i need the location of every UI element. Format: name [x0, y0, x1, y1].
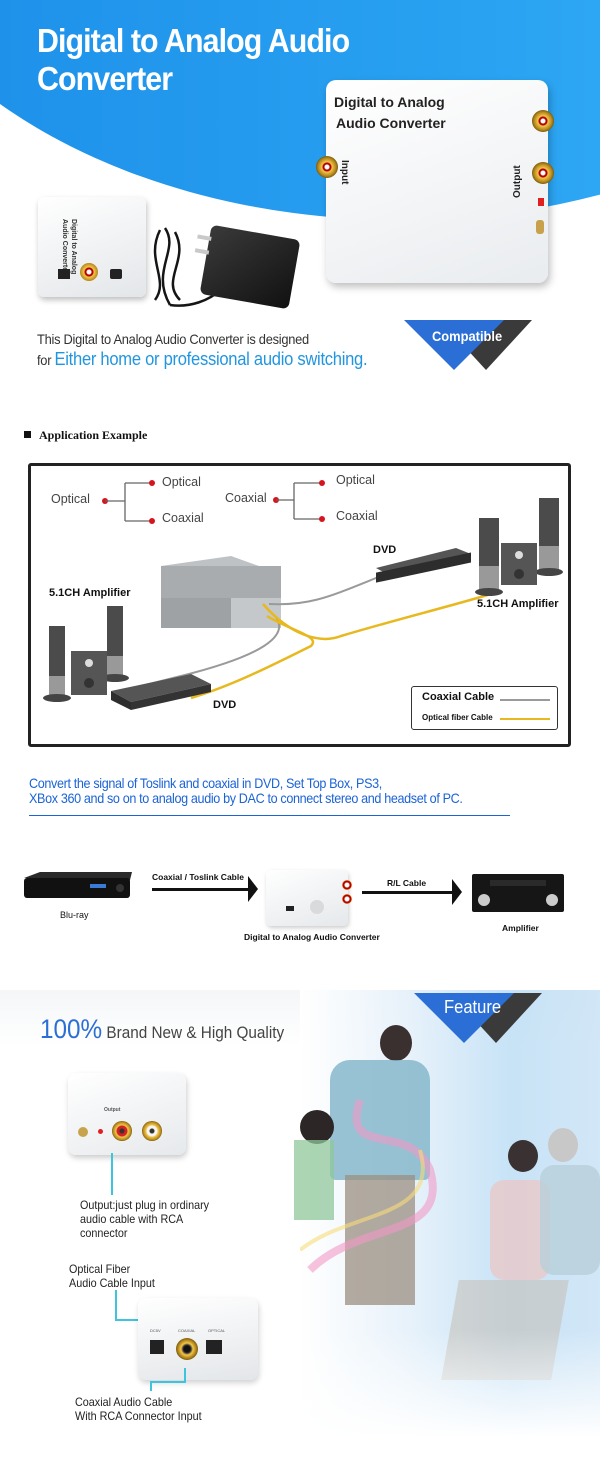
tree2-output-coaxial: Coaxial — [336, 509, 378, 523]
power-cable-icon — [153, 227, 221, 307]
convert-description: Convert the signal of Toslink and coaxia… — [29, 775, 463, 806]
small-converter-image: Digital to Analog Audio Converter — [38, 197, 146, 297]
output-label: Output — [512, 165, 523, 198]
amplifier-left-label: 5.1CH Amplifier — [49, 587, 131, 599]
tree1-connector — [105, 482, 150, 522]
compatible-badge: Compatible — [404, 320, 534, 370]
cable-legend: Coaxial Cable Optical fiber Cable — [411, 686, 558, 730]
legend-optical-swatch — [500, 718, 550, 720]
bullet-square-icon — [24, 431, 31, 438]
dc-port — [150, 1340, 164, 1354]
amplifier-icon — [472, 874, 564, 912]
legend-coaxial-swatch — [500, 699, 550, 701]
coaxial-callout-line-v2 — [150, 1381, 152, 1391]
optical-callout-line-v1 — [115, 1290, 117, 1320]
output-port-right — [532, 162, 554, 184]
feature-title: 100% Brand New & High Quality — [40, 1014, 285, 1044]
tree2-output-optical: Optical — [336, 473, 375, 487]
bluray-label: Blu-ray — [60, 910, 89, 920]
intro-line-1: This Digital to Analog Audio Converter i… — [37, 331, 309, 347]
headphone-jack — [536, 220, 544, 234]
input-side-device-image: DC5V COAXIAL OPTICAL — [138, 1298, 258, 1380]
photo-fade — [300, 1330, 600, 1457]
rca-right-port — [112, 1121, 132, 1141]
dvd-bottom-label: DVD — [213, 699, 237, 711]
tree1-output-optical: Optical — [162, 475, 201, 489]
dvd-top-label: DVD — [373, 544, 397, 556]
dc-port — [110, 269, 122, 279]
arrow-1-head — [248, 876, 258, 902]
amplifier-right-label: 5.1CH Amplifier — [477, 598, 559, 610]
amplifier-label: Amplifier — [502, 923, 539, 933]
output-caption: Output:just plug in ordinary audio cable… — [80, 1198, 210, 1240]
coaxial-caption: Coaxial Audio Cable With RCA Connector I… — [75, 1395, 202, 1423]
cable1-label: Coaxial / Toslink Cable — [152, 872, 244, 882]
input-label: Input — [339, 160, 350, 185]
output-port-left — [532, 110, 554, 132]
arrow-2-head — [452, 879, 462, 905]
optical-port — [58, 269, 70, 279]
converter-icon — [266, 870, 352, 926]
output-side-device-image: Output — [68, 1073, 186, 1155]
divider — [29, 815, 510, 816]
feature-badge: Feature — [414, 993, 544, 1043]
led-indicator — [538, 198, 544, 206]
rca-left-port — [142, 1121, 162, 1141]
input-port — [316, 156, 338, 178]
optical-caption: Optical Fiber Audio Cable Input — [69, 1262, 155, 1290]
cable2-label: R/L Cable — [387, 878, 427, 888]
headphone-jack — [78, 1127, 88, 1137]
coaxial-port — [176, 1338, 198, 1360]
diagram-illustration — [43, 498, 563, 710]
large-converter-image: Digital to Analog Audio Converter Input … — [316, 80, 554, 283]
tree1-source: Optical — [51, 492, 90, 506]
legend-coaxial: Coaxial Cable — [422, 691, 495, 703]
hero-banner: Digital to Analog Audio Converter Digita… — [0, 0, 600, 320]
connection-chain: Blu-ray Coaxial / Toslink Cable Digital … — [0, 850, 600, 950]
coaxial-callout-line-h — [150, 1381, 186, 1383]
music-swirl-decoration — [300, 1098, 437, 1273]
arrow-1-line — [152, 888, 248, 891]
led-indicator — [98, 1129, 103, 1134]
tree1-output-coaxial: Coaxial — [162, 511, 204, 525]
tree2-source: Coaxial — [225, 491, 267, 505]
optical-port — [206, 1340, 222, 1354]
arrow-2-line — [362, 891, 452, 894]
legend-optical: Optical fiber Cable — [422, 713, 493, 722]
application-heading: Application Example — [24, 428, 147, 443]
intro-line-2: for Either home or professional audio sw… — [37, 349, 368, 369]
coaxial-callout-line-v — [184, 1368, 186, 1382]
application-diagram: Optical Optical Coaxial Coaxial Optical … — [28, 463, 571, 747]
coaxial-port — [80, 263, 98, 281]
device-label: Digital to Analog Audio Converter — [334, 94, 446, 131]
converter-box-icon — [161, 556, 281, 628]
converter-label: Digital to Analog Audio Converter — [244, 932, 380, 942]
bluray-player-icon — [24, 872, 132, 898]
output-callout-line — [111, 1153, 113, 1195]
tree2-connector — [276, 482, 321, 520]
hero-title: Digital to Analog Audio Converter — [37, 22, 350, 97]
